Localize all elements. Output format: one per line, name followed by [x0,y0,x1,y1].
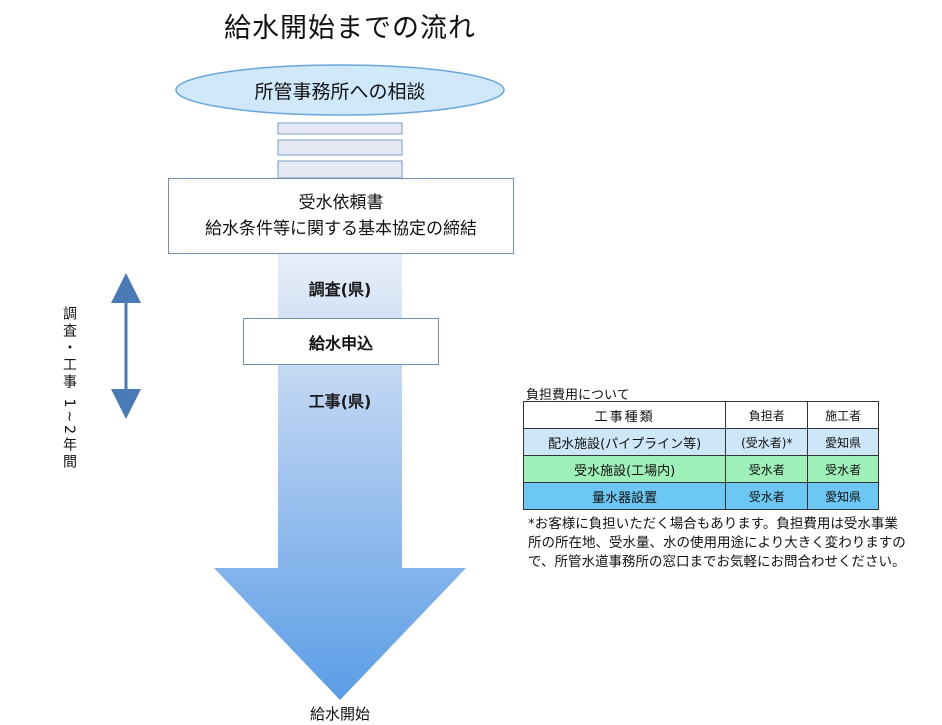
stack-bar-3 [277,160,403,179]
cost-note: *お客様に負担いただく場合もあります。負担費用は受水事業所の所在地、受水量、水の… [528,516,906,570]
table-row: 量水器設置 受水者 愛知県 [522,482,879,510]
row-type: 量水器設置 [522,482,727,510]
start-label: 給水開始 [309,705,370,723]
row-builder: 受水者 [807,455,879,483]
stack-bar-2 [277,139,403,156]
flow-arrow [214,254,466,700]
consult-ellipse [175,64,505,116]
row-burden: (受水者)* [725,428,809,456]
header-burden: 負担者 [725,401,809,429]
table-row: 受水施設(工場内) 受水者 受水者 [522,455,879,483]
apply-box: 給水申込 [243,318,439,365]
row-burden: 受水者 [725,455,809,483]
row-builder: 愛知県 [807,428,879,456]
survey-stage-label: 調査(県) [308,280,372,299]
cost-table-header: 工事種類 負担者 施工者 [522,401,879,429]
duration-label: 調査・工事 1~2年間 [61,306,77,471]
request-line-1: 受水依頼書 [298,193,384,213]
request-box: 受水依頼書 給水条件等に関する基本協定の締結 [168,178,514,254]
cost-table: 工事種類 負担者 施工者 配水施設(パイプライン等) (受水者)* 愛知県 受水… [522,401,879,510]
cost-caption: 負担費用について [526,388,630,403]
page-title: 給水開始までの流れ [224,13,476,44]
header-type: 工事種類 [522,401,727,429]
row-type: 受水施設(工場内) [522,455,727,483]
works-stage-label: 工事(県) [308,392,372,411]
stack-bar-1 [277,122,403,135]
table-row: 配水施設(パイプライン等) (受水者)* 愛知県 [522,428,879,456]
header-builder: 施工者 [807,401,879,429]
row-burden: 受水者 [725,482,809,510]
row-type: 配水施設(パイプライン等) [522,428,727,456]
row-builder: 愛知県 [807,482,879,510]
apply-label: 給水申込 [308,333,373,353]
request-line-2: 給水条件等に関する基本協定の締結 [205,219,477,239]
consult-label: 所管事務所への相談 [254,80,426,103]
